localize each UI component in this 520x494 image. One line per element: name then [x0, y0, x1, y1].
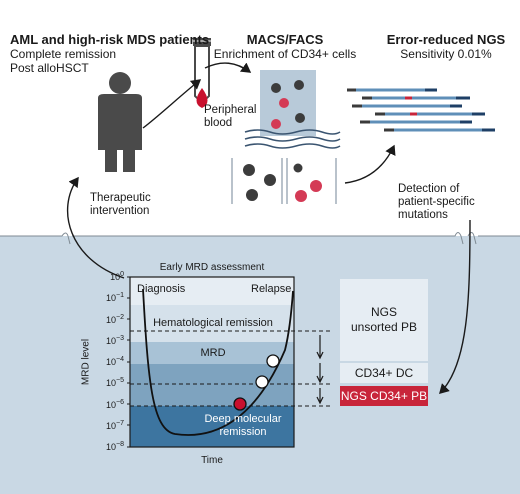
separator-line	[0, 232, 520, 245]
arrow-to-intervention	[66, 176, 125, 279]
arrow-detection-to-box	[439, 219, 471, 394]
peripheral-blood-line2: blood	[204, 117, 233, 129]
patients-line2: Post alloHSCT	[10, 61, 89, 75]
therapeutic-line1: Therapeutic	[90, 192, 151, 204]
y-tick-label: 100	[110, 271, 124, 282]
ngs-unsorted-line2: unsorted PB	[350, 320, 418, 334]
y-tick-label: 10−7	[106, 419, 124, 431]
detection-line2: patient-specific	[398, 196, 475, 208]
detection-line1: Detection of	[398, 183, 460, 195]
ngs-title: Error-reduced NGS	[386, 32, 506, 47]
patients-title: AML and high-risk MDS patients	[10, 32, 210, 47]
blood-tube-icon	[193, 38, 211, 108]
zone-deep-label-line1: Deep molecular	[204, 413, 282, 425]
y-tick-label: 10−6	[106, 398, 124, 410]
zone-top	[130, 277, 294, 305]
sorted-cell-tubes-icon	[231, 158, 337, 204]
patients-line1: Complete remission	[10, 47, 117, 61]
peripheral-blood-line1: Peripheral	[204, 104, 257, 116]
arrow-to-ngs	[344, 144, 396, 184]
blood-drop-icon	[196, 88, 208, 108]
detection-point-cd34-dc	[255, 375, 269, 389]
lead-time-markers	[316, 335, 324, 405]
detection-point-ngs-cd34	[233, 397, 247, 411]
y-tick-label: 10−1	[106, 292, 124, 304]
mrd-trajectory-curve	[142, 288, 294, 436]
y-tick-label: 10−5	[106, 377, 124, 389]
cd34-dc-box: CD34+ DC	[340, 363, 428, 383]
zone-intermediate	[130, 364, 294, 406]
ngs-unsorted-line1: NGS	[370, 305, 397, 319]
y-tick-label: 10−3	[106, 334, 124, 346]
macs-column-icon	[244, 70, 341, 149]
zone-deep-label-line2: remission	[219, 426, 267, 438]
zone-relapse-label: Relapse	[251, 283, 292, 295]
chart-ylabel: MRD level	[80, 338, 92, 386]
ngs-reads-icon	[347, 88, 495, 132]
detection-point-ngs-unsorted	[266, 354, 280, 368]
zone-diagnosis-label: Diagnosis	[137, 283, 186, 295]
zone-mrd	[130, 342, 294, 364]
ngs-cd34-label: NGS CD34+ PB	[340, 388, 428, 403]
ngs-line1: Sensitivity 0.01%	[400, 47, 492, 61]
macs-title: MACS/FACS	[246, 32, 324, 47]
zone-hematological-label: Hematological remission	[153, 317, 273, 329]
zone-mrd-label: MRD	[200, 347, 226, 359]
chart-title: Early MRD assessment	[159, 262, 265, 273]
therapeutic-line2: intervention	[90, 205, 150, 217]
ngs-unsorted-box: NGS unsorted PB	[340, 279, 428, 361]
cd34-dc-label: CD34+ DC	[354, 365, 414, 380]
y-tick-label: 10−2	[106, 313, 124, 325]
y-axis-ticks	[127, 276, 130, 448]
detection-line3: mutations	[398, 209, 448, 221]
y-tick-label: 10−4	[106, 356, 124, 367]
mrd-chart	[127, 276, 330, 448]
zone-hematological	[130, 305, 294, 342]
arrow-to-macs	[204, 62, 252, 73]
arrow-to-tube	[142, 79, 202, 129]
ngs-cd34-box: NGS CD34+ PB	[340, 386, 428, 406]
patient-person-icon	[98, 72, 142, 172]
chart-xlabel: Time	[201, 455, 223, 466]
y-tick-label: 10−8	[106, 441, 124, 452]
macs-line1: Enrichment of CD34+ cells	[213, 47, 357, 61]
